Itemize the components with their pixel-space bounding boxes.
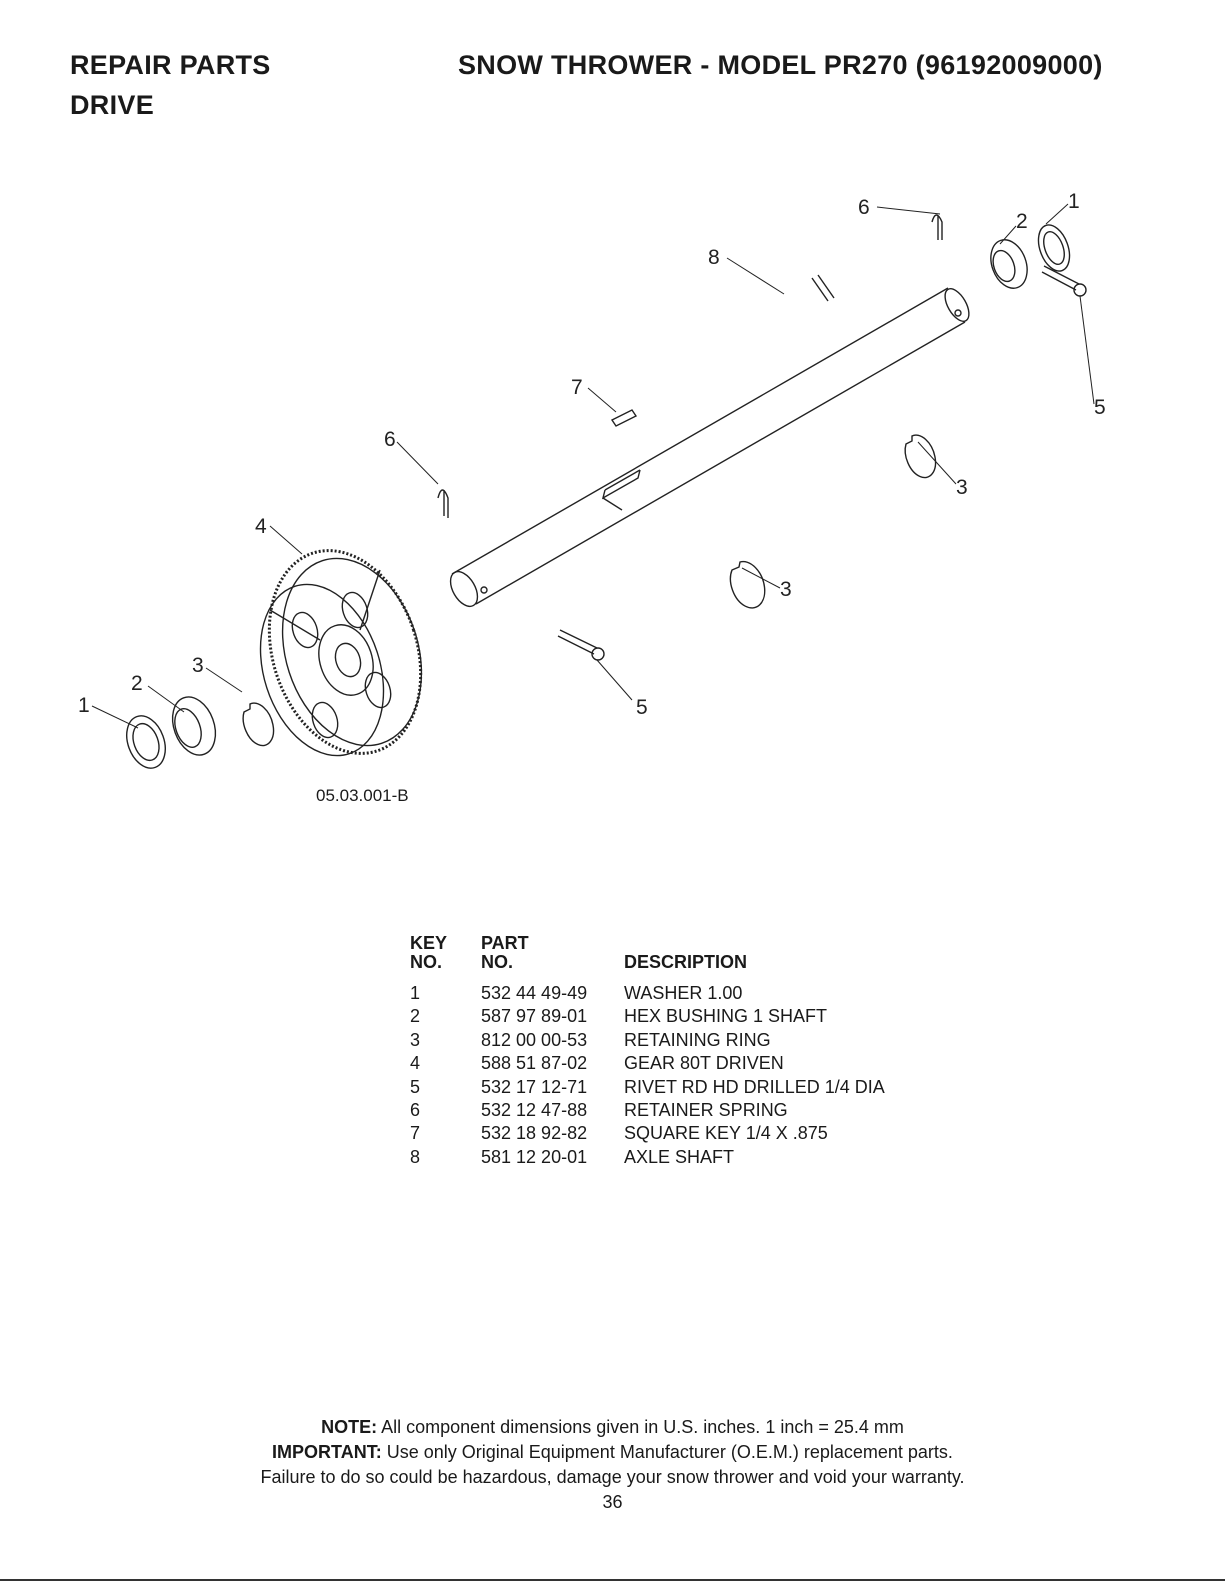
- callout-7: 7: [571, 376, 583, 399]
- callout-2-left: 2: [131, 672, 143, 695]
- callout-6-right: 6: [858, 196, 870, 219]
- table-row: 8 581 12 20-01 AXLE SHAFT: [410, 1146, 944, 1169]
- callout-5-middle: 5: [636, 696, 648, 719]
- description: AXLE SHAFT: [624, 1146, 735, 1167]
- description: HEX BUSHING 1 SHAFT: [624, 1006, 828, 1027]
- table-row: 1 532 44 49-49 WASHER 1.00: [410, 982, 944, 1005]
- square-key-drawing: [610, 409, 638, 427]
- description: RIVET RD HD DRILLED 1/4 DIA: [624, 1076, 885, 1097]
- table-row: 2 587 97 89-01 HEX BUSHING 1 SHAFT: [410, 1005, 944, 1028]
- header-key-no: KEY NO.: [410, 933, 448, 972]
- key-no: 1: [410, 983, 421, 1003]
- callout-3-left: 3: [192, 654, 204, 677]
- part-no: 532 17 12-71: [481, 1076, 588, 1097]
- callout-2-right: 2: [1016, 210, 1028, 233]
- description: SQUARE KEY 1/4 X .875: [624, 1123, 828, 1144]
- key-no: 8: [410, 1146, 421, 1167]
- table-row: 6 532 12 47-88 RETAINER SPRING: [410, 1099, 944, 1122]
- header-description: DESCRIPTION: [624, 952, 748, 972]
- figure-code: 05.03.001-B: [316, 786, 409, 805]
- part-no: 587 97 89-01: [481, 1006, 588, 1027]
- key-no: 4: [410, 1053, 421, 1074]
- part-no: 532 44 49-49: [481, 983, 588, 1003]
- description: RETAINER SPRING: [624, 1099, 788, 1120]
- section-title: REPAIR PARTS: [70, 50, 271, 80]
- hex-bushing-drawings: [171, 239, 1028, 756]
- parts-table-header: KEY NO. PART NO. DESCRIPTION: [410, 934, 944, 972]
- key-no: 3: [410, 1029, 421, 1050]
- part-no: 581 12 20-01: [481, 1146, 588, 1167]
- description: RETAINING RING: [624, 1029, 771, 1050]
- key-no: 5: [410, 1076, 421, 1097]
- callout-6-left: 6: [384, 428, 396, 451]
- washer-drawings: [126, 224, 1071, 769]
- description: GEAR 80T DRIVEN: [624, 1053, 784, 1074]
- rivet-drawings: [557, 265, 1087, 661]
- callout-8: 8: [708, 246, 720, 269]
- header-part-no: PART NO.: [481, 933, 529, 972]
- part-no: 532 18 92-82: [481, 1123, 588, 1144]
- table-row: 3 812 00 00-53 RETAINING RING: [410, 1029, 944, 1052]
- parts-table-body: 1 532 44 49-49 WASHER 1.00 2 587 97 89-01 HE…: [410, 982, 944, 1169]
- driven-gear-drawing: [259, 549, 423, 757]
- part-no: 588 51 87-02: [481, 1053, 588, 1074]
- page-number: 36: [602, 1492, 623, 1512]
- bottom-rule: [0, 1579, 1225, 1581]
- callout-1-left: 1: [78, 694, 90, 717]
- retainer-spring-drawings: [437, 214, 943, 518]
- model-title: SNOW THROWER - MODEL PR270 (96192009000): [458, 50, 1103, 80]
- important-line: IMPORTANT: Use only Original Equipment M…: [272, 1442, 953, 1462]
- description: WASHER 1.00: [624, 983, 743, 1003]
- parts-table: KEY NO. PART NO. DESCRIPTION 1 532 44 49-…: [410, 934, 944, 1169]
- table-row: 7 532 18 92-82 SQUARE KEY 1/4 X .875: [410, 1122, 944, 1145]
- table-row: 4 588 51 87-02 GEAR 80T DRIVEN: [410, 1052, 944, 1075]
- part-no: 812 00 00-53: [481, 1029, 588, 1050]
- callout-1-right: 1: [1068, 190, 1080, 213]
- axle-shaft-drawing: [449, 274, 970, 608]
- note-line: NOTE: All component dimensions given in …: [321, 1417, 904, 1437]
- callout-3-middle: 3: [780, 578, 792, 601]
- callout-5-right: 5: [1094, 396, 1106, 419]
- warning-line: Failure to do so could be hazardous, dam…: [260, 1467, 965, 1487]
- exploded-parts-diagram: 1 2 3 4 6 7 8 6 2 1 5 3 3 5: [78, 190, 1106, 769]
- callout-4: 4: [255, 515, 267, 538]
- subsection-title: DRIVE: [70, 90, 155, 120]
- retaining-ring-drawings: [242, 434, 937, 747]
- key-no: 7: [410, 1123, 421, 1144]
- key-no: 6: [410, 1099, 421, 1120]
- part-no: 532 12 47-88: [481, 1099, 588, 1120]
- callout-3-right: 3: [956, 476, 968, 499]
- key-no: 2: [410, 1006, 421, 1027]
- table-row: 5 532 17 12-71 RIVET RD HD DRILLED 1/4 DIA: [410, 1076, 944, 1099]
- footer-notes: NOTE: All component dimensions given in …: [0, 1415, 1225, 1515]
- leader-lines: [91, 203, 1095, 729]
